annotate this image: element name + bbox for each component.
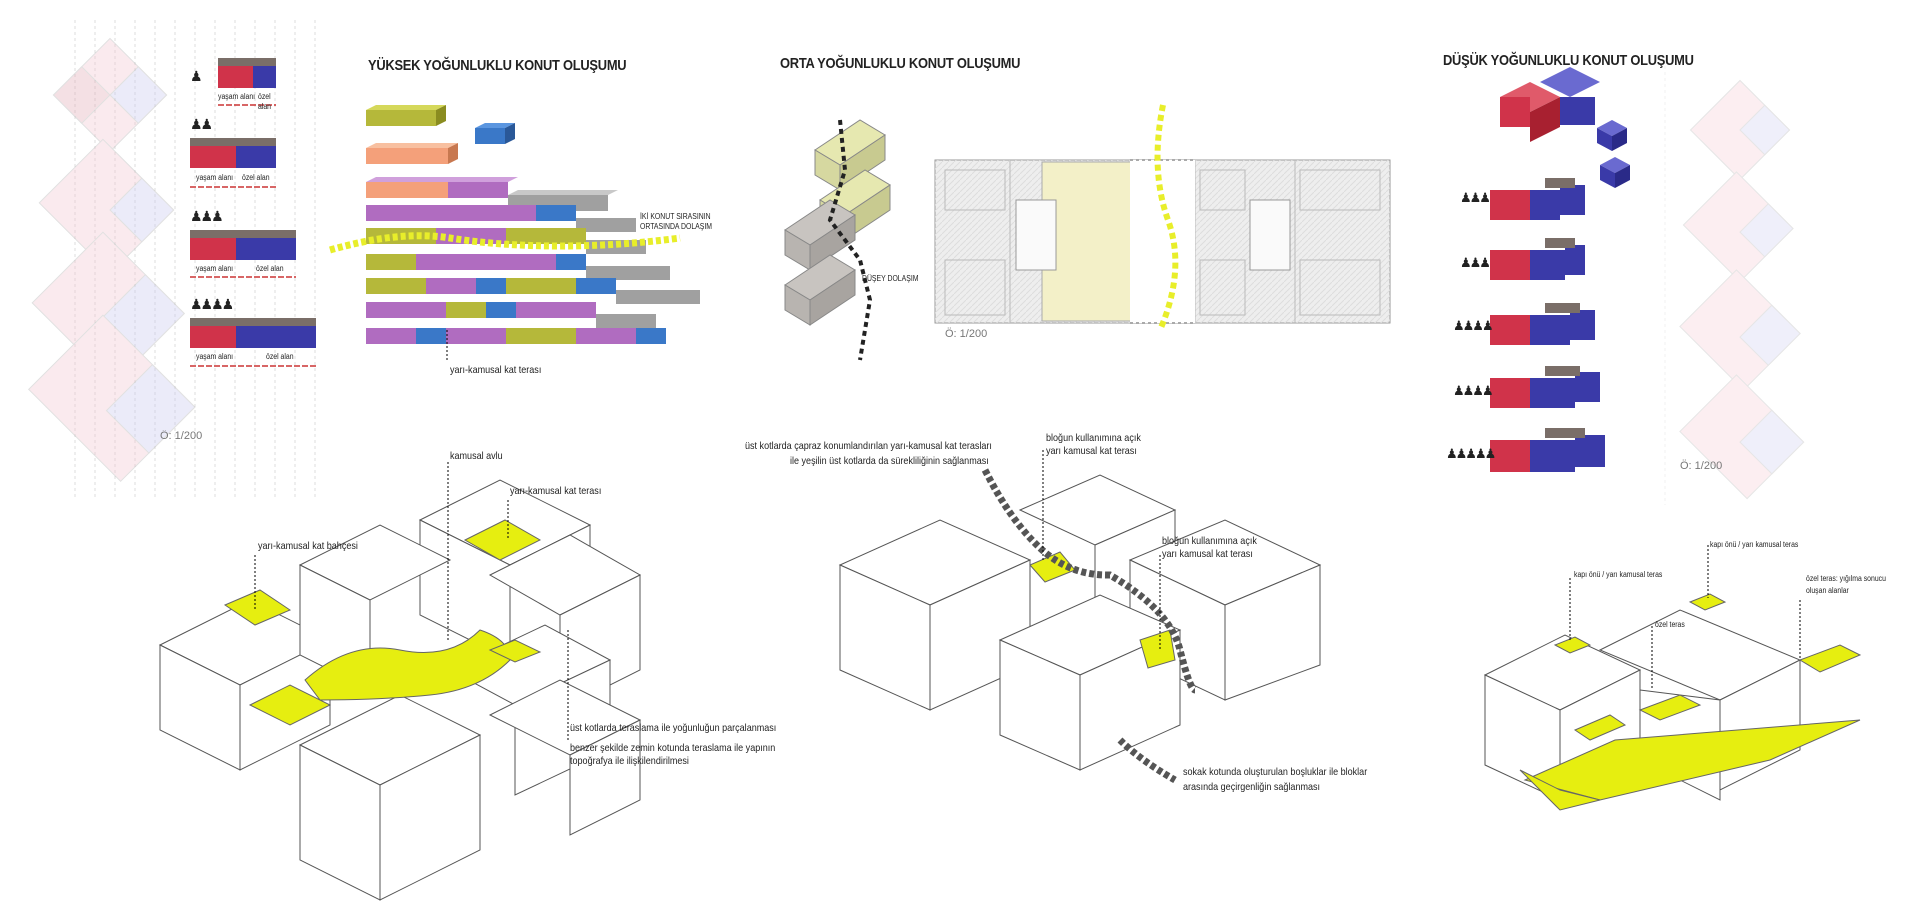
- high-circulation-label-2: ORTASINDA DOLAŞIM: [640, 222, 713, 231]
- garden-fill: [223, 589, 292, 626]
- low-block-row-5p: [1490, 428, 1605, 472]
- low-door-label-1: kapı önü / yarı kamusal teras: [1574, 570, 1663, 579]
- low-block-row-4p-a: [1490, 303, 1595, 345]
- mid-density-blocks: [784, 119, 891, 361]
- unit-legend-bars: [190, 58, 316, 367]
- person-icon-2: ♟♟: [190, 116, 213, 132]
- stack-row-6: [366, 302, 656, 328]
- low-block-cube-2: [1600, 157, 1630, 188]
- mid-density-title: ORTA YOĞUNLUKLU KONUT OLUŞUMU: [780, 55, 1021, 72]
- legend-living-3: yaşam alanı: [196, 264, 234, 273]
- legend-living-1: yaşam alanı: [218, 92, 256, 101]
- low-people-icon-4b: ♟♟♟♟: [1453, 383, 1494, 398]
- semi-public-terrace-label: yarı-kamusal kat terası: [510, 485, 602, 497]
- low-density-title: DÜŞÜK YOĞUNLUKLU KONUT OLUŞUMU: [1443, 52, 1694, 69]
- stack-row-1: [366, 177, 618, 211]
- high-topography-label-1: benzer şekilde zemin kotunda teraslama i…: [570, 742, 776, 754]
- mid-circulation-path: [981, 468, 1197, 784]
- legend-living-4: yaşam alanı: [196, 352, 234, 361]
- low-leaders: [1569, 545, 1801, 690]
- low-people-icon-4a: ♟♟♟♟: [1453, 318, 1494, 333]
- low-private-label: özel teras: [1655, 620, 1685, 629]
- stack-row-4: [366, 254, 670, 280]
- low-private-stack-label-1: özel teras: yığılma sonucu: [1806, 574, 1886, 583]
- low-block-row-3p-b: [1490, 238, 1585, 280]
- low-axonometric: [1483, 593, 1862, 811]
- person-icon-3: ♟♟♟: [190, 208, 224, 224]
- person-icon-1: ♟: [190, 68, 203, 84]
- low-block-row-3p-a: [1490, 178, 1585, 220]
- mid-terrace-1-label-2: yarı kamusal kat terası: [1046, 445, 1137, 457]
- low-people-icon-3b: ♟♟♟: [1460, 255, 1491, 270]
- low-ground-fill-2: [1519, 769, 1601, 811]
- low-door-label-2: kapı önü / yarı kamusal teras: [1710, 540, 1799, 549]
- scale-left: Ö: 1/200: [160, 430, 203, 442]
- stack-row-2: [366, 205, 636, 232]
- low-terrace-5: [1573, 714, 1627, 741]
- legend-private-3: özel alan: [256, 264, 284, 273]
- mid-terrace-1-label-1: bloğun kullanımına açık: [1046, 432, 1141, 444]
- high-topography-label-2: topoğrafya ile ilişkilendirilmesi: [570, 755, 689, 767]
- high-density-title: YÜKSEK YOĞUNLUKLU KONUT OLUŞUMU: [368, 57, 627, 74]
- legend-private-2: özel alan: [242, 173, 270, 182]
- legend-private-4: özel alan: [266, 352, 294, 361]
- vertical-circulation-label: DÜŞEY DOLAŞIM: [862, 274, 919, 283]
- terrace-fill-2: [248, 684, 332, 726]
- mid-floor-plan: [934, 104, 1391, 332]
- mid-street-label-1: sokak kotunda oluşturulan boşluklar ile …: [1183, 766, 1368, 778]
- vertical-circulation-path: [827, 119, 873, 361]
- plan-circulation-path: [1154, 104, 1179, 332]
- stack-row-7: [366, 328, 666, 344]
- high-density-stack: [329, 105, 700, 362]
- semi-public-garden-label: yarı-kamusal kat bahçesi: [258, 540, 358, 552]
- mid-terrace-2-label-1: bloğun kullanımına açık: [1162, 535, 1257, 547]
- low-block-row-4p-b: [1490, 366, 1600, 408]
- person-icon-4: ♟♟♟♟: [190, 296, 234, 312]
- high-leaders: [254, 462, 569, 740]
- right-faded-plans: [1664, 60, 1805, 505]
- legend-living-2: yaşam alanı: [196, 173, 234, 182]
- mid-terrace-2-label-2: yarı kamusal kat terası: [1162, 548, 1253, 560]
- scale-right: Ö: 1/200: [1680, 460, 1723, 472]
- low-people-icon-3a: ♟♟♟: [1460, 190, 1491, 205]
- low-terrace-1: [1553, 636, 1592, 654]
- high-circulation-path: [329, 232, 681, 254]
- left-faded-plans: [27, 37, 196, 483]
- public-court-label: kamusal avlu: [450, 450, 503, 462]
- mid-terrace-fill-2: [1139, 629, 1176, 669]
- high-terrace-label: yarı-kamusal kat terası: [450, 364, 542, 376]
- low-people-icon-5: ♟♟♟♟♟: [1446, 446, 1496, 461]
- mid-axonometric: [838, 468, 1322, 784]
- low-block-top: [1500, 67, 1600, 142]
- high-fragmentation-label: üst kotlarda teraslama ile yoğunluğun pa…: [570, 722, 777, 734]
- stack-row-5: [366, 278, 700, 304]
- terrace-fill-3: [488, 639, 542, 663]
- scale-plan: Ö: 1/200: [945, 328, 988, 340]
- low-density-blocks: [1490, 67, 1630, 472]
- high-circulation-label-1: İKİ KONUT SIRASININ: [640, 212, 711, 221]
- terrace-fill-1: [463, 519, 542, 561]
- high-axonometric: [158, 479, 642, 901]
- legend-private-1: özel alan: [258, 92, 272, 111]
- mid-diagonal-label-1: üst kotlarda çapraz konumlandırılan yarı…: [745, 440, 992, 452]
- mid-diagonal-label-2: ile yeşilin üst kotlarda da sürekliliğin…: [790, 455, 989, 467]
- low-terrace-2: [1688, 593, 1727, 611]
- low-terrace-4: [1638, 694, 1702, 721]
- low-private-stack-label-2: oluşan alanlar: [1806, 586, 1849, 595]
- low-terrace-3: [1798, 644, 1862, 673]
- mid-street-label-2: arasında geçirgenliğin sağlanması: [1183, 781, 1321, 793]
- low-block-cube-1: [1597, 120, 1627, 151]
